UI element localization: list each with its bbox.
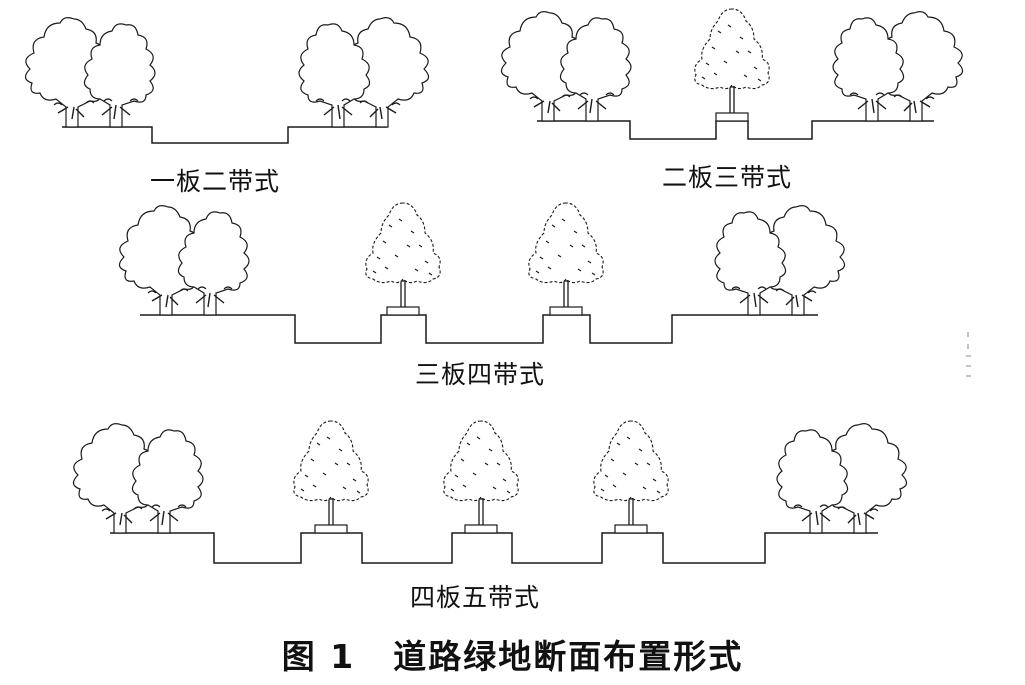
section-one-board-two-belt (24, 16, 430, 144)
section-four-board-five-belt (72, 420, 908, 564)
broadleaf-tree-pair-icon (24, 16, 156, 128)
section-label: 一板二带式 (150, 167, 281, 196)
broadleaf-tree-pair-icon (118, 204, 250, 316)
section-label: 三板四带式 (415, 360, 546, 389)
conifer-tree-icon (694, 8, 770, 122)
section-three-board-four-belt (118, 202, 846, 344)
broadleaf-tree-pair-icon (298, 16, 430, 128)
broadleaf-tree-pair-icon (776, 422, 908, 534)
section-label: 二板三带式 (662, 163, 793, 192)
figure-caption: 图 1 道路绿地断面布置形式 (0, 630, 1025, 678)
figure-number: 图 1 (281, 637, 356, 676)
road-profile (537, 120, 934, 140)
road-profile (140, 314, 818, 344)
broadleaf-tree-pair-icon (714, 204, 846, 316)
road-profile (110, 532, 878, 564)
page-edge-marks (966, 332, 971, 377)
figure-title: 道路绿地断面布置形式 (393, 637, 744, 676)
broadleaf-tree-pair-icon (832, 10, 964, 122)
conifer-tree-icon (443, 420, 519, 534)
conifer-tree-icon (528, 202, 604, 316)
broadleaf-tree-pair-icon (500, 10, 632, 122)
conifer-tree-icon (293, 420, 369, 534)
conifer-tree-icon (593, 420, 669, 534)
conifer-tree-icon (365, 202, 441, 316)
broadleaf-tree-pair-icon (72, 422, 204, 534)
road-profile (62, 126, 387, 144)
section-label: 四板五带式 (410, 583, 541, 612)
section-two-board-three-belt (500, 8, 964, 140)
